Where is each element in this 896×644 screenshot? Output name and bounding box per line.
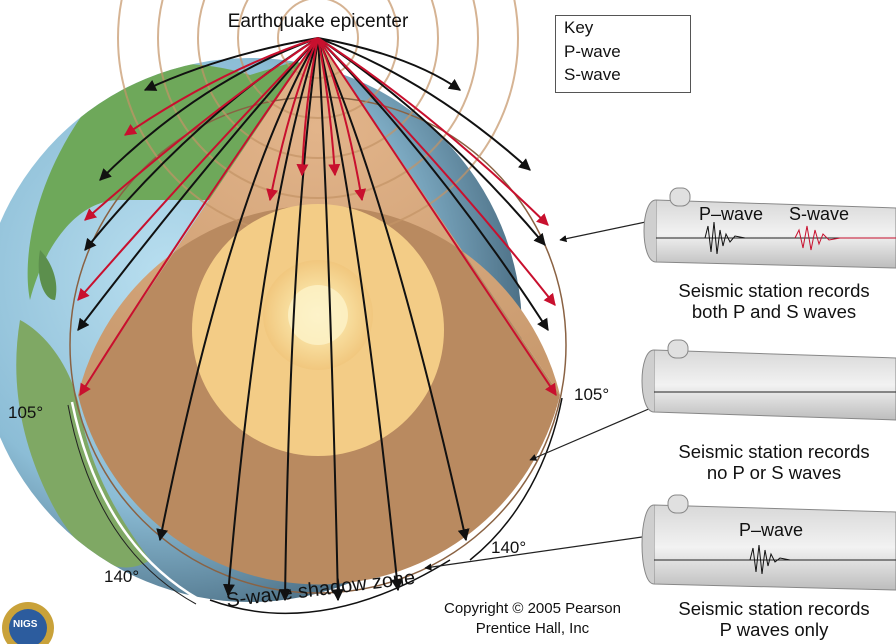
epicenter-label: Earthquake epicenter: [227, 11, 409, 32]
shadow-zone-arc: [67, 397, 563, 605]
station3-caption-line1: Seismic station records: [678, 598, 870, 619]
continent-north-america: [27, 60, 300, 300]
station1-caption-line2: both P and S waves: [691, 301, 857, 322]
seismo1-s-label: S-wave: [789, 204, 850, 224]
station2-caption-line1: Seismic station records: [678, 441, 870, 462]
logo-text: NIGS: [13, 619, 38, 630]
s-wave-paths: [77, 37, 557, 397]
seismograph-1: [643, 187, 896, 269]
station1-caption-line1: Seismic station records: [678, 280, 870, 301]
angle-105-right: 105°: [574, 385, 610, 404]
p-wave-paths: [77, 37, 549, 602]
angle-105-left: 105°: [8, 403, 44, 422]
mantle-direct-region: [78, 38, 560, 395]
shadow-zone-underline-arc: [209, 559, 451, 615]
earth-cross-section: [69, 0, 567, 594]
key-p-wave-label: P-wave: [564, 42, 621, 61]
copyright: Copyright © 2005 Pearson Prentice Hall, …: [430, 599, 635, 639]
copyright-line1: Copyright © 2005 Pearson: [444, 600, 621, 617]
s-wave-trace: [794, 225, 896, 251]
station3-caption: Seismic station records P waves only: [652, 598, 896, 640]
seismo3-p-label: P–wave: [739, 520, 804, 540]
station2-caption: Seismic station records no P or S waves: [652, 441, 896, 483]
station2-caption-line2: no P or S waves: [706, 462, 842, 483]
key-s-wave-label: S-wave: [564, 65, 621, 84]
copyright-line2: Prentice Hall, Inc: [475, 620, 590, 637]
legend-key: Key P-wave S-wave: [555, 15, 691, 93]
p-wave-trace: [704, 221, 746, 255]
p-wave-trace-only: [749, 544, 791, 575]
seismograph-2: [641, 339, 896, 421]
angle-140-right: 140°: [491, 538, 527, 557]
angle-140-left: 140°: [104, 567, 140, 586]
seismo1-p-label: P–wave: [699, 204, 764, 224]
station-pointer-lines: [424, 219, 659, 571]
seismograph-3: [641, 494, 896, 591]
nigs-logo: [2, 602, 54, 644]
station3-caption-line2: P waves only: [719, 619, 829, 640]
key-title: Key: [564, 18, 594, 37]
station1-caption: Seismic station records both P and S wav…: [652, 280, 896, 322]
